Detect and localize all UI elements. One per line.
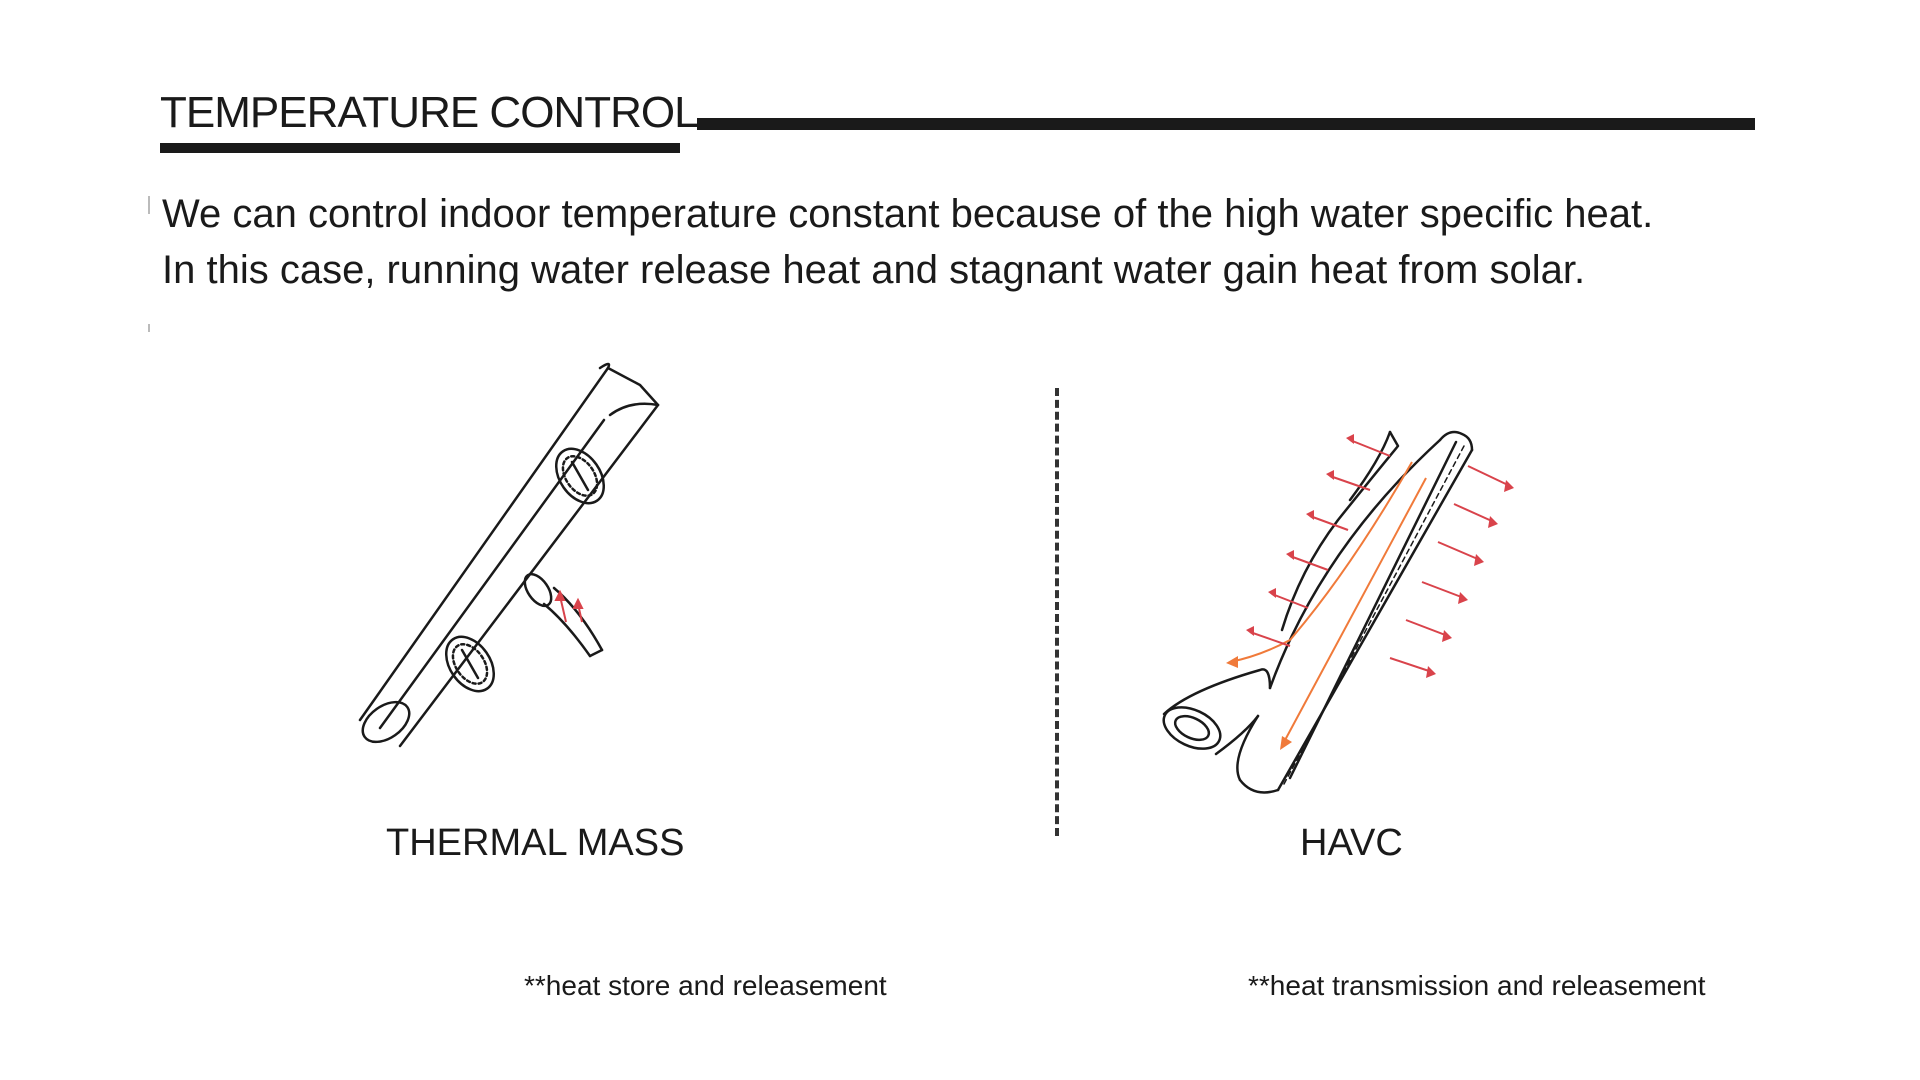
margin-tick-bottom (148, 324, 150, 332)
title-underline (160, 143, 680, 153)
intro-line-2: In this case, running water release heat… (162, 248, 1586, 292)
intro-text: We can control indoor temperature consta… (162, 186, 1782, 298)
margin-tick-top (148, 196, 150, 214)
havc-label: HAVC (1300, 822, 1403, 864)
intro-line-1: We can control indoor temperature consta… (162, 192, 1654, 236)
havc-note: **heat transmission and releasement (1248, 970, 1706, 1001)
title-rule (697, 118, 1755, 130)
havc-tube-icon (1162, 430, 1514, 794)
thermal-mass-note: **heat store and releasement (524, 970, 887, 1001)
thermal-mass-tube-icon (358, 362, 660, 748)
section-title: TEMPERATURE CONTROL (160, 88, 699, 137)
thermal-mass-label: THERMAL MASS (386, 822, 685, 864)
divider-dashed (1055, 388, 1059, 836)
